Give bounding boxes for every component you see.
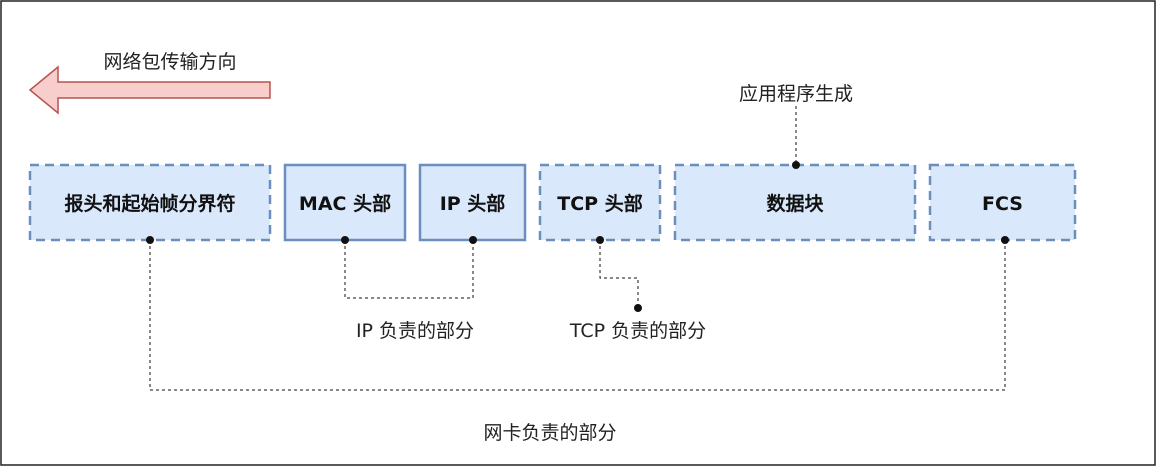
preamble-dot	[146, 236, 154, 244]
segment-preamble-box	[28, 163, 272, 242]
nic-responsibility-label: 网卡负责的部分	[483, 422, 616, 444]
segment-data-block-box	[673, 163, 917, 242]
direction-label: 网络包传输方向	[103, 51, 236, 73]
segment-preamble-label: 报头和起始帧分界符	[64, 192, 235, 215]
tcp-dot	[596, 236, 604, 244]
segment-mac-header-box	[283, 163, 407, 242]
tcp-connector	[599, 240, 639, 308]
direction-arrow-icon	[28, 65, 271, 115]
nic-bracket	[149, 240, 1006, 391]
tcp-responsibility-label: TCP 负责的部分	[569, 320, 706, 342]
segment-ip-header-box	[418, 163, 527, 242]
segment-data-block-label: 数据块	[766, 192, 824, 215]
segment-fcs-label: FCS	[982, 193, 1023, 215]
fcs-dot	[1001, 236, 1009, 244]
app-dot	[792, 161, 800, 169]
tcp-end-dot	[634, 304, 642, 312]
segment-fcs-box	[928, 163, 1077, 242]
ip-bracket	[344, 240, 474, 299]
segment-ip-header-label: IP 头部	[440, 192, 506, 215]
ip-dot	[469, 236, 477, 244]
mac-dot	[341, 236, 349, 244]
segment-tcp-header-label: TCP 头部	[557, 192, 642, 215]
app-generated-label: 应用程序生成	[739, 83, 853, 105]
segment-mac-header-label: MAC 头部	[299, 192, 391, 215]
ip-responsibility-label: IP 负责的部分	[356, 320, 474, 342]
